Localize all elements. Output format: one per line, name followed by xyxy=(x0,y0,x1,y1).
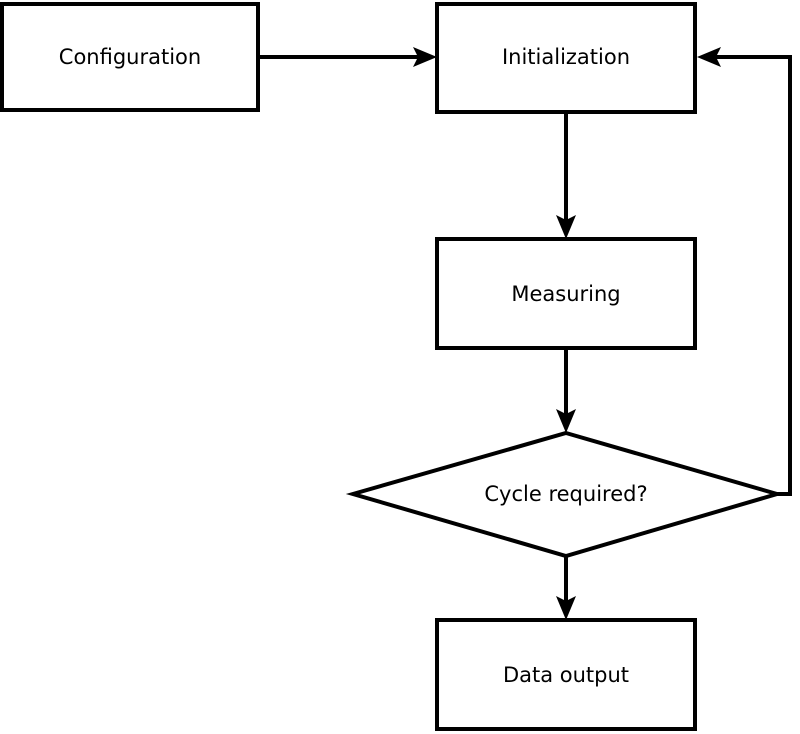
node-measuring-label: Measuring xyxy=(511,282,620,306)
arrowhead-configuration-to-initialization xyxy=(413,47,437,67)
edge-initialization-to-measuring xyxy=(556,112,576,239)
edge-cycle-required-to-initialization-feedback xyxy=(697,47,792,496)
edge-configuration-to-initialization xyxy=(258,47,437,67)
node-initialization-shape[interactable] xyxy=(435,2,697,114)
node-cycle-required[interactable]: Cycle required? xyxy=(345,430,785,559)
edge-line-cycle-required-to-initialization xyxy=(710,55,792,496)
arrowhead-measuring-to-cycle-required xyxy=(556,409,576,433)
edge-measuring-to-cycle-required xyxy=(556,348,576,433)
node-data-output[interactable]: Data output xyxy=(435,618,697,731)
node-configuration-label: Configuration xyxy=(59,45,201,69)
node-cycle-required-shape[interactable] xyxy=(345,430,785,559)
node-configuration-shape[interactable] xyxy=(0,2,260,112)
nodes-layer: Configuration Initialization Measuring C… xyxy=(0,2,785,731)
edge-cycle-required-to-data-output xyxy=(556,556,576,620)
node-cycle-required-label: Cycle required? xyxy=(484,482,647,506)
node-initialization-label: Initialization xyxy=(502,45,630,69)
arrowhead-cycle-required-to-initialization xyxy=(697,47,721,67)
arrowhead-initialization-to-measuring xyxy=(556,215,576,239)
node-measuring-shape[interactable] xyxy=(435,237,697,350)
node-configuration[interactable]: Configuration xyxy=(0,2,260,112)
node-data-output-shape[interactable] xyxy=(435,618,697,731)
arrowhead-cycle-required-to-data-output xyxy=(556,596,576,620)
node-initialization[interactable]: Initialization xyxy=(435,2,697,114)
node-measuring[interactable]: Measuring xyxy=(435,237,697,350)
node-data-output-label: Data output xyxy=(503,663,629,687)
